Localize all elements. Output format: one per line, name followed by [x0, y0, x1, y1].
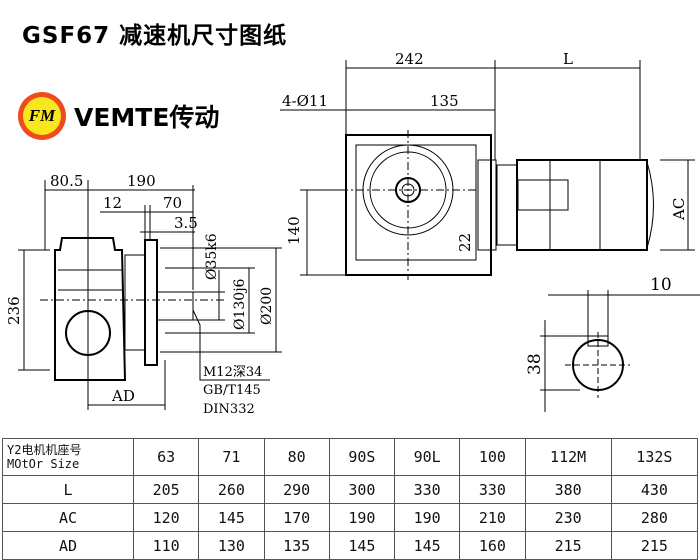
table-cell: 130 — [198, 531, 265, 560]
note-standard-gb: GB/T145 — [203, 383, 261, 398]
row-label: AD — [2, 531, 134, 560]
size-cell: 100 — [459, 438, 526, 476]
note-thread: M12深34 — [203, 365, 262, 380]
dim-236: 236 — [5, 296, 23, 325]
table-cell: 290 — [263, 475, 330, 504]
table-cell: 190 — [393, 503, 461, 532]
table-cell: 380 — [524, 475, 612, 504]
dimension-drawing: 242 L 4-Ø11 135 140 22 AC 10 38 80.5 190… — [5, 50, 700, 417]
size-cell: 132S — [610, 438, 699, 476]
page-title: GSF67 减速机尺寸图纸 — [22, 23, 288, 49]
table-cell: 330 — [459, 475, 526, 504]
size-cell: 80 — [263, 438, 330, 476]
table-cell: 190 — [328, 503, 396, 532]
table-cell: 215 — [524, 531, 612, 560]
table-cell: 215 — [610, 531, 699, 560]
shaft-section — [565, 332, 630, 398]
table-header-row: Y2电机机座号 MOtOr Size 63 71 80 90S 90L 100 … — [2, 438, 699, 476]
table-cell: 145 — [328, 531, 396, 560]
dim-135: 135 — [430, 92, 459, 110]
dim-22: 22 — [456, 233, 474, 252]
dim-140: 140 — [285, 216, 303, 245]
size-cell: 90S — [328, 438, 396, 476]
size-cell: 90L — [393, 438, 461, 476]
table-row: AD 110 130 135 145 145 160 215 215 — [2, 531, 699, 560]
table-cell: 205 — [132, 475, 200, 504]
motor-size-table: Y2电机机座号 MOtOr Size 63 71 80 90S 90L 100 … — [2, 438, 699, 560]
table-cell: 430 — [610, 475, 699, 504]
front-view-gearbox — [340, 130, 497, 280]
row-label: L — [2, 475, 134, 504]
side-view-gearbox — [40, 237, 225, 381]
dim-130: Ø130j6 — [232, 278, 248, 330]
table-cell: 280 — [610, 503, 699, 532]
dim-10: 10 — [650, 275, 672, 295]
front-view-motor — [496, 159, 654, 251]
dim-70: 70 — [163, 194, 182, 212]
table-cell: 135 — [263, 531, 330, 560]
size-cell: 63 — [132, 438, 200, 476]
dim-80-5: 80.5 — [50, 172, 83, 190]
table-cell: 170 — [263, 503, 330, 532]
table-cell: 230 — [524, 503, 612, 532]
table-cell: 120 — [132, 503, 200, 532]
size-cell: 112M — [524, 438, 612, 476]
table-cell: 300 — [328, 475, 396, 504]
header-motor-size: Y2电机机座号 MOtOr Size — [2, 438, 134, 476]
table-row: AC 120 145 170 190 190 210 230 280 — [2, 503, 699, 532]
dim-242: 242 — [395, 50, 424, 68]
table-cell: 260 — [198, 475, 265, 504]
dim-35: Ø35k6 — [204, 233, 220, 280]
dim-AC: AC — [670, 198, 688, 221]
dim-3-5: 3.5 — [174, 214, 198, 232]
size-cell: 71 — [198, 438, 265, 476]
dim-200: Ø200 — [259, 287, 275, 325]
header-line-en: MOtOr Size — [7, 457, 80, 471]
dim-AD: AD — [111, 387, 135, 405]
table-cell: 110 — [132, 531, 200, 560]
dim-holes: 4-Ø11 — [282, 92, 328, 110]
note-standard-din: DIN332 — [203, 402, 255, 417]
table-cell: 210 — [459, 503, 526, 532]
dim-L: L — [563, 50, 573, 68]
dim-12: 12 — [103, 194, 122, 212]
table-cell: 160 — [459, 531, 526, 560]
dim-38: 38 — [525, 353, 545, 375]
table-row: L 205 260 290 300 330 330 380 430 — [2, 475, 699, 504]
table-cell: 145 — [393, 531, 461, 560]
header-line-cn: Y2电机机座号 — [7, 443, 82, 457]
table-cell: 330 — [393, 475, 461, 504]
brand-name: VEMTE传动 — [74, 103, 220, 132]
row-label: AC — [2, 503, 134, 532]
table-cell: 145 — [198, 503, 265, 532]
brand-logo: FM — [18, 92, 66, 140]
dim-190: 190 — [127, 172, 156, 190]
